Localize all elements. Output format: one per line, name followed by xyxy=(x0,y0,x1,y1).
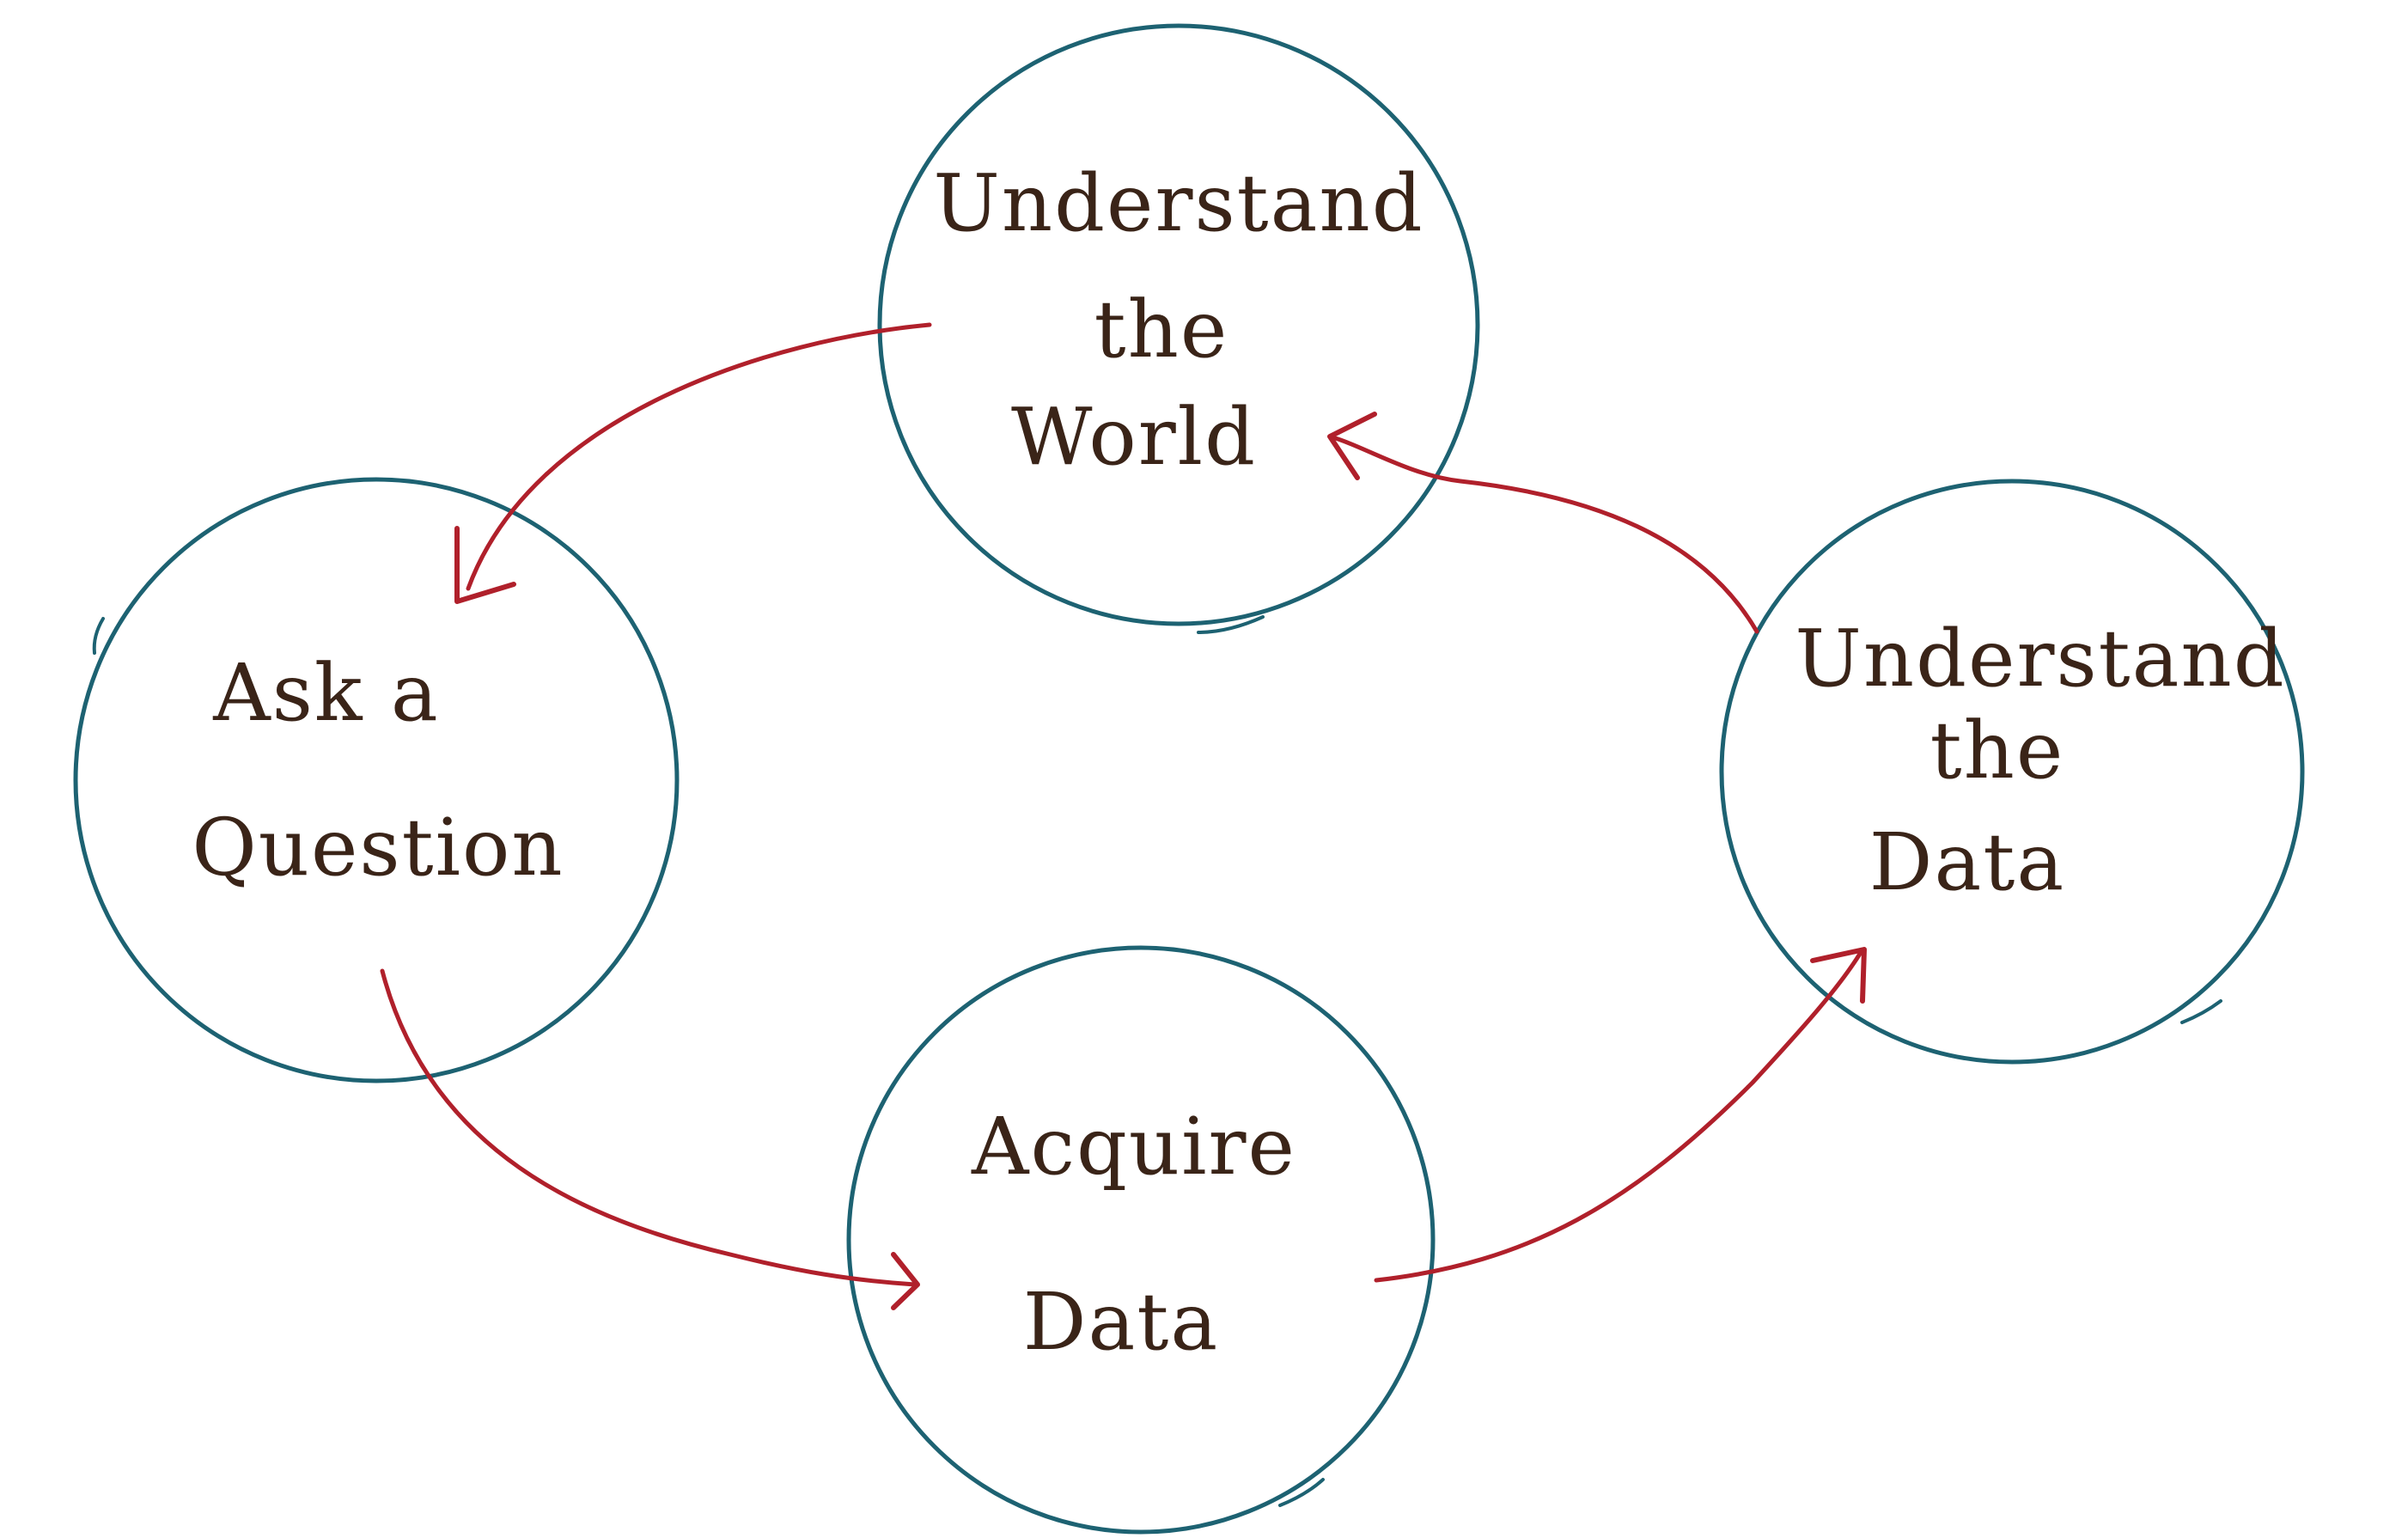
node-label-line: Understand xyxy=(933,157,1423,249)
arrowhead-icon xyxy=(891,1252,920,1310)
node-label-line: Question xyxy=(192,802,564,894)
arrow-world-to-question xyxy=(454,322,932,604)
arrowhead-icon xyxy=(1327,412,1377,480)
node-understand-the-world: Understand the World xyxy=(877,23,1480,634)
node-label-line: Ask a xyxy=(212,647,440,739)
arrowhead-icon xyxy=(454,526,516,604)
node-circle-tail xyxy=(92,617,105,655)
arrow-acquire-to-understand-data xyxy=(1374,947,1867,1283)
node-understand-the-data: Understand the Data xyxy=(1719,479,2305,1065)
node-label-line: Acquire xyxy=(971,1101,1296,1193)
node-circle xyxy=(1719,479,2305,1065)
node-circle xyxy=(846,945,1436,1535)
arrow-question-to-acquire xyxy=(380,968,920,1310)
node-acquire-data: Acquire Data xyxy=(846,945,1436,1535)
node-ask-a-question: Ask a Question xyxy=(73,477,680,1083)
node-circle-tail xyxy=(2180,999,2222,1024)
node-label-line: the xyxy=(1930,705,2065,796)
arrow-line xyxy=(466,322,932,591)
node-circle xyxy=(73,477,680,1083)
node-label-line: the xyxy=(1094,284,1229,375)
arrow-line xyxy=(380,968,917,1287)
node-label-line: Data xyxy=(1023,1276,1219,1368)
node-label-line: Data xyxy=(1869,816,2065,908)
node-circle-tail xyxy=(1278,1478,1325,1507)
arrow-line xyxy=(1374,951,1862,1283)
arrow-line xyxy=(1327,434,1759,634)
node-label-line: World xyxy=(1011,391,1257,483)
node-label-line: Understand xyxy=(1795,613,2285,705)
arrowhead-icon xyxy=(1810,947,1867,1004)
arrow-data-to-world xyxy=(1327,412,1759,634)
node-circle-tail xyxy=(1197,615,1265,634)
node-circle xyxy=(877,23,1480,626)
